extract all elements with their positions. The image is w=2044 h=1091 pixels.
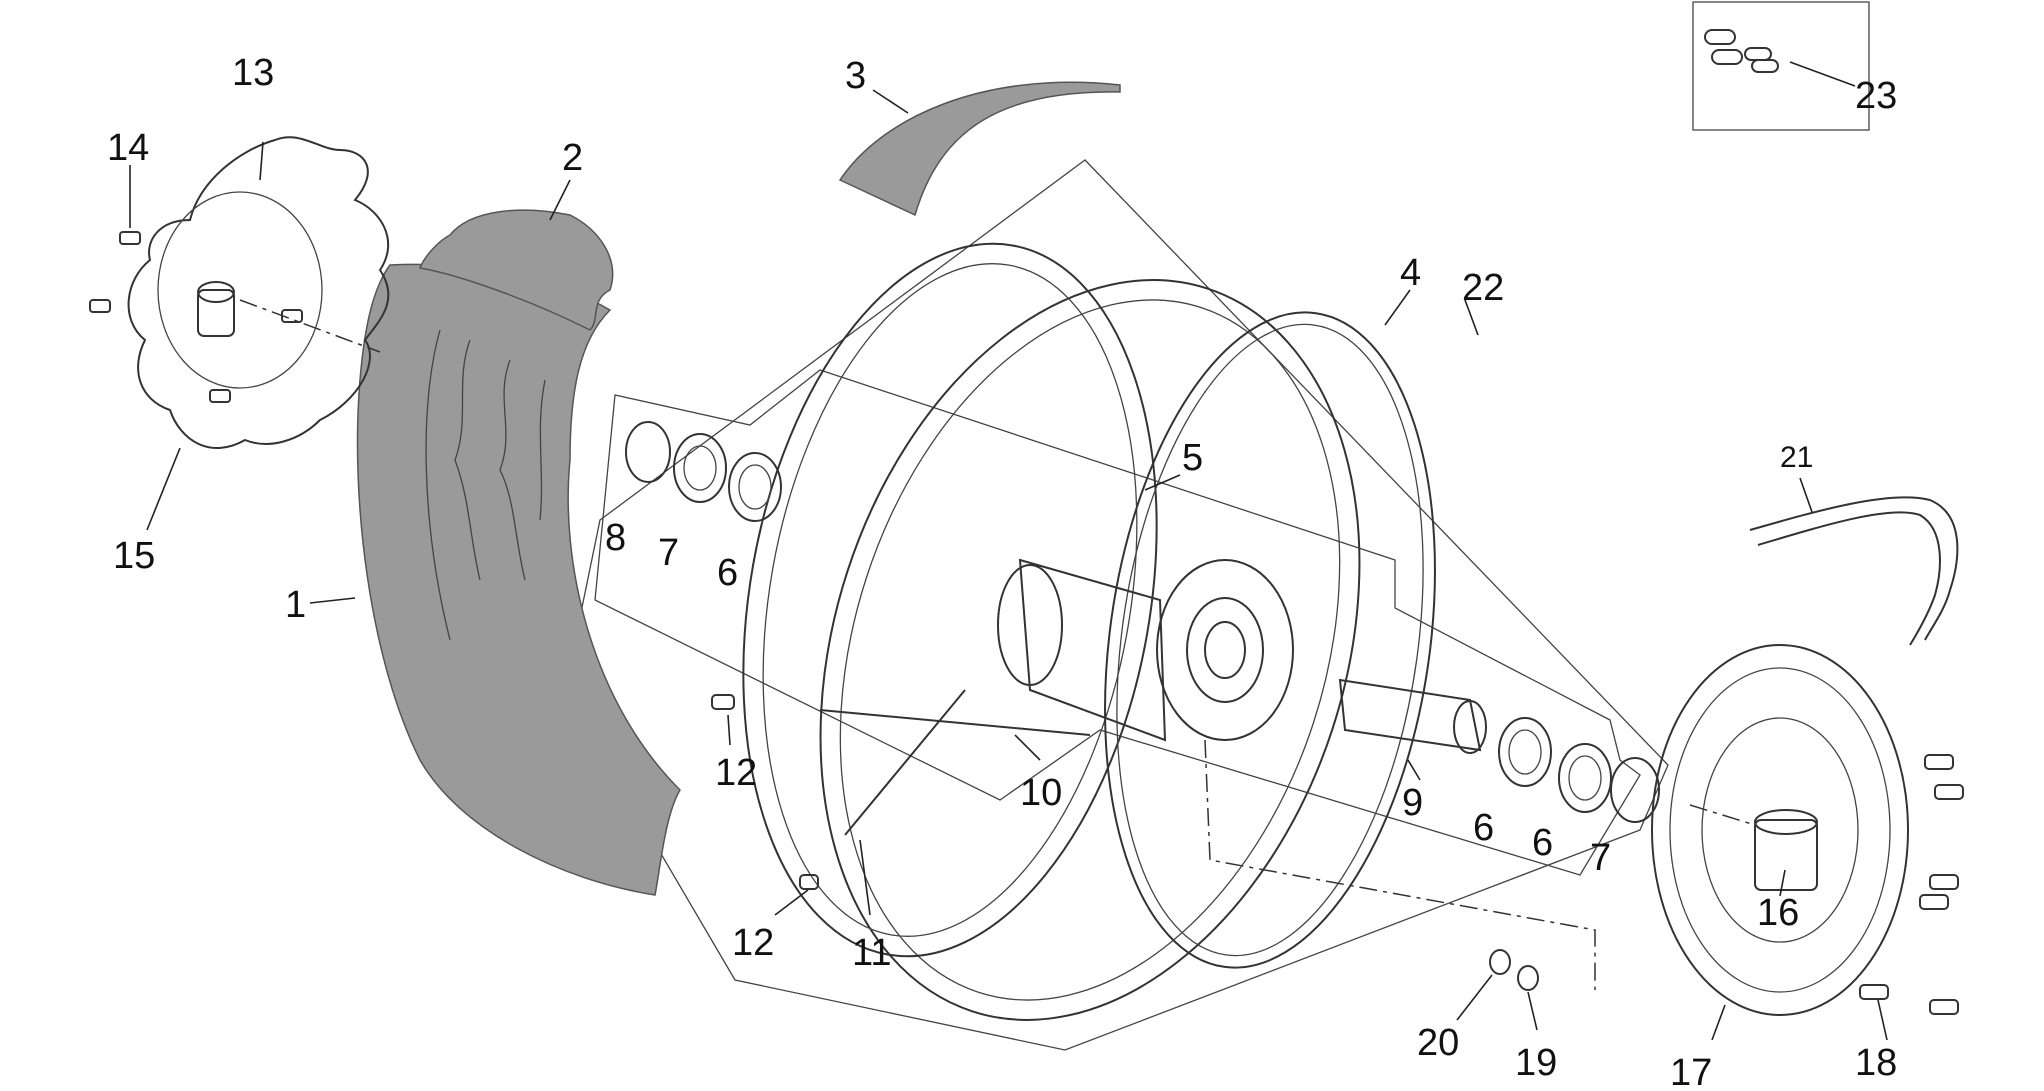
callout-6c: 6 <box>1532 822 1553 864</box>
nut-washer-icon <box>1489 949 1539 991</box>
callout-13: 13 <box>232 52 274 94</box>
callout-1: 1 <box>285 584 306 626</box>
callout-12a: 12 <box>715 752 757 794</box>
spacer-tube <box>1338 678 1487 754</box>
disc-bolt-icon <box>89 231 303 403</box>
drive-chain <box>1749 496 1959 646</box>
callout-14: 14 <box>107 127 149 169</box>
callout-9: 9 <box>1402 782 1423 824</box>
bearing-set-right <box>1498 717 1660 823</box>
callout-2: 2 <box>562 137 583 179</box>
wheel-assembly-outline <box>564 159 1669 1051</box>
chain-link-icon <box>1704 29 1779 73</box>
sprocket <box>1651 644 1909 1016</box>
callout-7a: 7 <box>658 532 679 574</box>
hub-group-outline <box>594 369 1641 876</box>
callout-3: 3 <box>845 55 866 97</box>
spokes <box>819 689 1091 836</box>
callout-11: 11 <box>852 932 891 974</box>
spoke-nipple-icon <box>711 694 819 890</box>
rim-tape <box>838 81 1121 217</box>
callout-15: 15 <box>113 535 155 577</box>
hub <box>997 558 1294 742</box>
callout-20: 20 <box>1417 1022 1459 1064</box>
callout-4: 4 <box>1400 252 1421 294</box>
rim <box>742 242 1436 1021</box>
callout-23: 23 <box>1855 75 1897 117</box>
callout-5: 5 <box>1182 437 1203 479</box>
callout-12b: 12 <box>732 922 774 964</box>
leader-lines <box>129 89 1888 1041</box>
callout-19: 19 <box>1515 1042 1557 1084</box>
brake-disc <box>127 136 390 450</box>
callout-numbers: 1 2 3 4 5 6 6 6 7 7 8 9 10 11 12 12 13 1… <box>107 52 1897 1091</box>
callout-16: 16 <box>1757 892 1799 934</box>
chain-link-inset <box>1692 1 1870 131</box>
callout-17: 17 <box>1670 1052 1712 1091</box>
callout-10: 10 <box>1020 772 1062 814</box>
bearing-set-left <box>625 421 782 522</box>
callout-6a: 6 <box>717 552 738 594</box>
callout-18: 18 <box>1855 1042 1897 1084</box>
callout-21: 21 <box>1780 441 1813 474</box>
callout-6b: 6 <box>1473 807 1494 849</box>
sprocket-bolt-icon <box>1859 754 1964 1015</box>
callout-22: 22 <box>1462 267 1504 309</box>
tire <box>356 263 681 896</box>
callout-7b: 7 <box>1590 837 1611 879</box>
callout-8: 8 <box>605 517 626 559</box>
inner-tube <box>418 209 614 331</box>
